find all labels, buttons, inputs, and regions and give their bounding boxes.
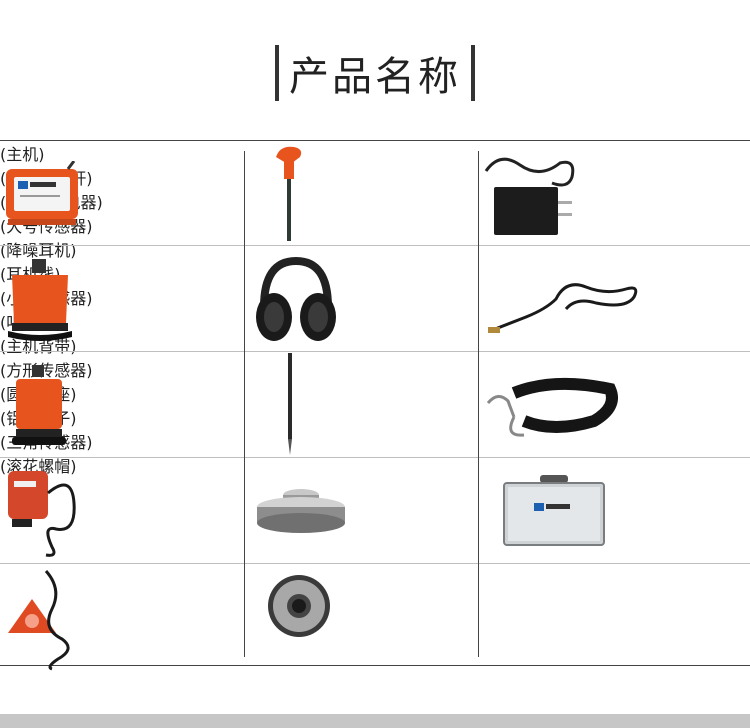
- grid-row-divider: [0, 457, 750, 458]
- grid-col-divider: [244, 151, 245, 657]
- knurled-nut-icon: [268, 575, 330, 637]
- listening-rod-icon: [288, 353, 292, 455]
- charger-icon: [484, 157, 575, 235]
- item-label-headphones: (降噪耳机): [0, 241, 77, 260]
- item-label-charger: (5V2A充电器): [0, 189, 750, 213]
- small-sensor-icon: [12, 365, 66, 445]
- page-title-text: 产品名称: [289, 54, 461, 100]
- item-label-main-unit: (主机): [0, 145, 45, 164]
- item-label-large-sensor: (大号传感器): [0, 217, 93, 236]
- aluminum-case-icon: [503, 475, 605, 546]
- title-right-bar: [471, 45, 475, 101]
- large-sensor-icon: [8, 259, 72, 341]
- item-label-round-base: (圆形底座): [0, 381, 750, 405]
- item-label-triangle-sensor: (三角传感器): [0, 429, 750, 453]
- item-label-aluminum-case: (铝盒箱子): [0, 405, 750, 429]
- item-label-telescopic-rod: (手握伸缩杆): [0, 165, 750, 189]
- bottom-band: [0, 714, 750, 728]
- round-base-icon: [257, 489, 345, 533]
- headphones-icon: [256, 256, 336, 341]
- shoulder-strap-icon: [486, 377, 618, 437]
- telescopic-rod-icon: [276, 146, 302, 241]
- product-grid: (主机) (手握伸缩杆) (5V2A充电器) (大号传感器) (降噪耳机) (耳…: [0, 140, 750, 671]
- headphone-cable-icon: [488, 283, 638, 333]
- square-sensor-icon: [8, 471, 76, 557]
- grid-col-divider: [478, 151, 479, 657]
- main-unit-icon: [6, 161, 78, 225]
- item-label-square-sensor: (方形传感器): [0, 361, 93, 380]
- grid-row-divider: [0, 563, 750, 564]
- triangle-sensor-icon: [8, 570, 70, 671]
- title-left-bar: [275, 45, 279, 101]
- page-title: 产品名称: [0, 38, 750, 108]
- grid-row-divider: [0, 245, 750, 246]
- grid-row-divider: [0, 351, 750, 352]
